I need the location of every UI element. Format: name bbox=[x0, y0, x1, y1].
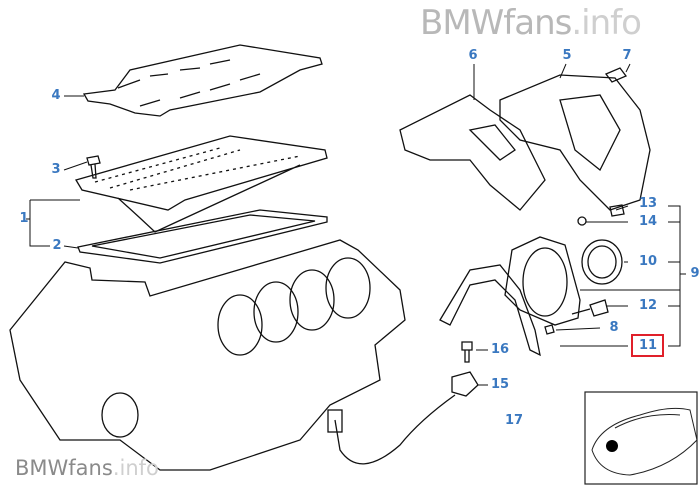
callout-8[interactable]: 8 bbox=[609, 320, 619, 335]
selected-callout-highlight bbox=[631, 334, 664, 357]
callout-16[interactable]: 16 bbox=[490, 342, 510, 357]
callout-7[interactable]: 7 bbox=[622, 48, 632, 63]
upper-cover-gasket-part bbox=[499, 74, 651, 211]
rear-seal-carrier-gasket-part bbox=[439, 264, 541, 357]
callout-13[interactable]: 13 bbox=[638, 196, 658, 211]
watermark-top: BMWfans.info bbox=[420, 3, 642, 43]
timing-cover-gasket-part bbox=[399, 94, 546, 211]
bolt-part-3 bbox=[86, 155, 101, 179]
callout-9[interactable]: 9 bbox=[690, 266, 700, 281]
callout-6[interactable]: 6 bbox=[468, 48, 478, 63]
callout-5[interactable]: 5 bbox=[562, 48, 572, 63]
washer-part bbox=[577, 216, 587, 226]
callout-11[interactable]: 11 bbox=[638, 338, 658, 353]
location-marker-icon bbox=[606, 440, 618, 452]
callout-17[interactable]: 17 bbox=[504, 413, 524, 428]
dowel-part bbox=[544, 324, 555, 335]
callout-1[interactable]: 1 bbox=[19, 211, 29, 226]
bolt-part-7 bbox=[604, 67, 628, 83]
oil-baffle-part bbox=[82, 44, 323, 117]
pan-gasket-part bbox=[77, 209, 328, 264]
watermark-bottom: BMWfans.info bbox=[15, 456, 159, 480]
callout-4[interactable]: 4 bbox=[51, 88, 61, 103]
callout-3[interactable]: 3 bbox=[51, 162, 61, 177]
engine-block-part bbox=[9, 239, 406, 471]
callout-14[interactable]: 14 bbox=[638, 214, 658, 229]
callout-12[interactable]: 12 bbox=[638, 298, 658, 313]
bolt-part-16 bbox=[461, 341, 473, 363]
shaft-seal-part bbox=[581, 239, 623, 285]
callout-10[interactable]: 10 bbox=[638, 254, 658, 269]
knock-sensor-part bbox=[334, 371, 479, 465]
bolt-part-13 bbox=[609, 204, 625, 217]
callout-15[interactable]: 15 bbox=[490, 377, 510, 392]
bolt-part-12 bbox=[571, 299, 609, 317]
callout-2[interactable]: 2 bbox=[52, 238, 62, 253]
rear-seal-carrier-part bbox=[504, 236, 581, 326]
